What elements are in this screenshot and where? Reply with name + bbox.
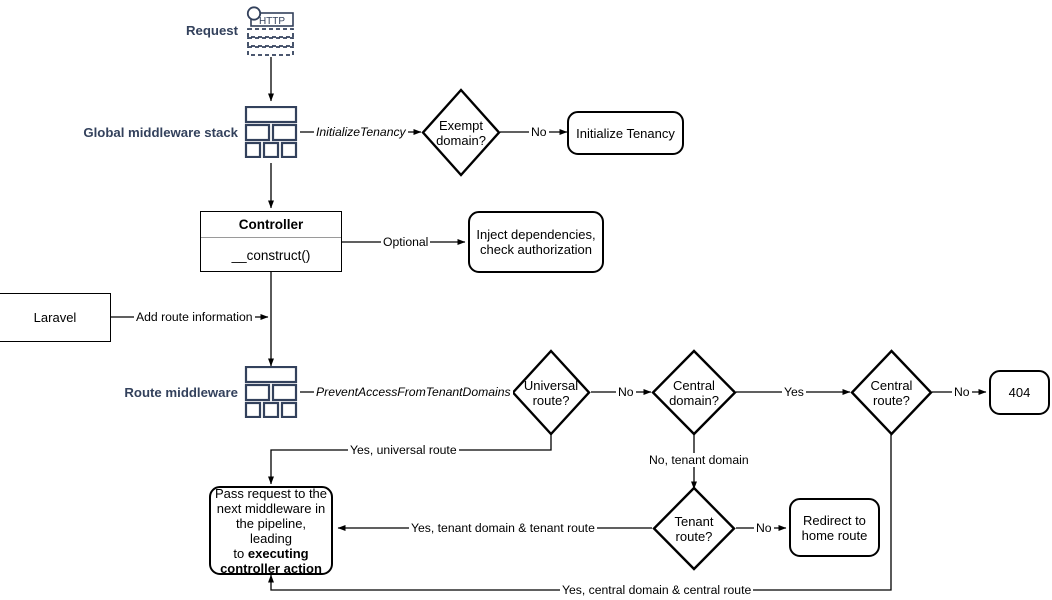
node-controller[interactable]: Controller __construct() (200, 211, 342, 272)
decision-central-domain[interactable]: Central domain? (651, 349, 737, 436)
pass-request-line-3: the pipeline, leading (235, 515, 307, 546)
node-controller-title: Controller (201, 212, 341, 238)
edge-label-yes-central-domain-central-route: Yes, central domain & central route (560, 583, 754, 597)
route-middleware-stack-icon (244, 365, 298, 419)
edge-label-optional: Optional (381, 235, 431, 249)
svg-text:HTTP: HTTP (259, 16, 285, 27)
node-inject-dependencies-label: Inject dependencies, check authorization (476, 227, 596, 257)
node-redirect-home-route-label: Redirect to home route (801, 512, 868, 543)
pass-request-line-5-bold: controller action (220, 560, 322, 576)
edge-label-central-route-no: No (952, 385, 972, 399)
edge-label-no-tenant-domain: No, tenant domain (647, 453, 751, 467)
node-404-label: 404 (1008, 385, 1031, 400)
pass-request-line-4-normal: to (233, 545, 248, 561)
node-initialize-tenancy[interactable]: Initialize Tenancy (567, 111, 684, 155)
node-404[interactable]: 404 (989, 370, 1050, 415)
edge-label-central-domain-yes: Yes (782, 385, 806, 399)
label-global-middleware-stack: Global middleware stack (83, 125, 238, 140)
decision-exempt-domain[interactable]: Exempt domain? (421, 88, 501, 177)
node-redirect-home-route[interactable]: Redirect to home route (789, 498, 880, 557)
node-laravel-label: Laravel (33, 310, 77, 325)
edge-label-yes-universal-route: Yes, universal route (348, 443, 459, 457)
pass-request-line-1: Pass request to the (215, 485, 328, 501)
edge-label-prevent-access: PreventAccessFromTenantDomains (314, 385, 513, 399)
edge-label-initialize-tenancy: InitializeTenancy (314, 125, 408, 139)
node-pass-request-label: Pass request to the next middleware in t… (215, 486, 327, 576)
decision-tenant-route-label: Tenant route? (674, 513, 714, 544)
pass-request-line-2: next middleware in (216, 500, 326, 516)
decision-tenant-route[interactable]: Tenant route? (652, 486, 736, 571)
decision-universal-route[interactable]: Universal route? (511, 349, 591, 436)
edge-label-yes-tenant-domain-tenant-route: Yes, tenant domain & tenant route (409, 521, 597, 535)
edge-label-exempt-no: No (529, 125, 549, 139)
node-pass-request[interactable]: Pass request to the next middleware in t… (209, 486, 333, 576)
global-middleware-stack-icon (244, 105, 298, 159)
decision-central-route-label: Central route? (870, 377, 913, 408)
node-initialize-tenancy-label: Initialize Tenancy (576, 125, 675, 141)
edge-label-tenant-route-no: No (754, 521, 774, 535)
decision-exempt-domain-label: Exempt domain? (436, 117, 486, 148)
edge-label-universal-no: No (616, 385, 636, 399)
label-route-middleware: Route middleware (124, 385, 238, 400)
decision-central-domain-label: Central domain? (669, 377, 719, 408)
decision-central-route[interactable]: Central route? (850, 349, 933, 436)
label-request: Request (185, 23, 238, 38)
edge-label-add-route-information: Add route information (134, 310, 255, 324)
node-controller-member: __construct() (231, 248, 311, 263)
http-request-icon: HTTP (245, 4, 295, 56)
node-laravel[interactable]: Laravel (0, 293, 111, 342)
pass-request-line-4-bold: executing (247, 545, 309, 561)
decision-universal-route-label: Universal route? (523, 377, 579, 408)
node-inject-dependencies[interactable]: Inject dependencies, check authorization (468, 211, 604, 273)
